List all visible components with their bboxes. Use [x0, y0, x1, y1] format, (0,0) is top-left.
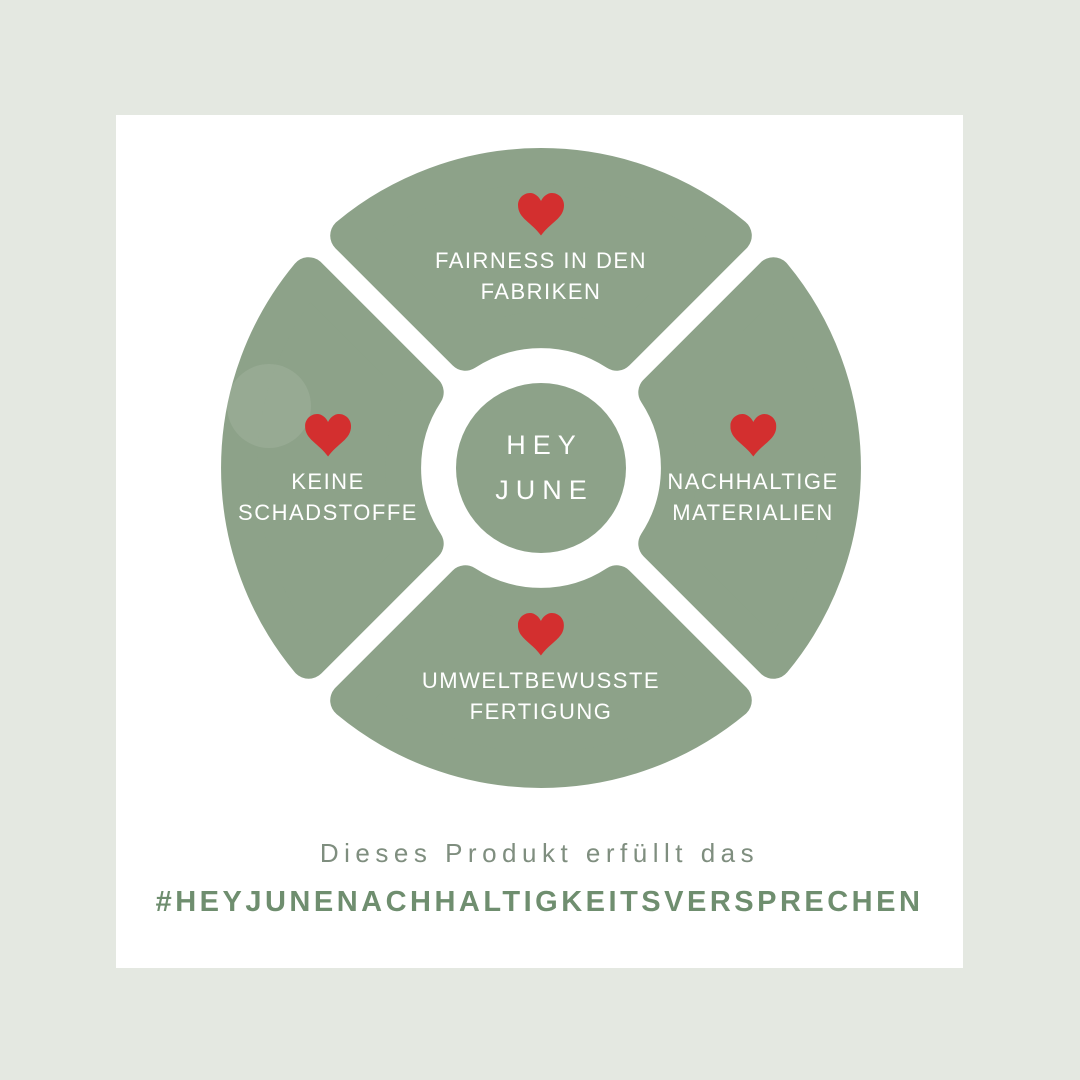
card: HEY JUNE FAIRNESS IN DEN FABRIKEN NACHHA… — [116, 115, 963, 968]
segment-text-line2: FERTIGUNG — [469, 699, 613, 724]
segment-text-line2: SCHADSTOFFE — [238, 500, 418, 525]
segment-label-materialien: NACHHALTIGE MATERIALIEN — [667, 413, 839, 528]
segment-text-line2: MATERIALIEN — [672, 500, 834, 525]
decorative-circle — [227, 364, 311, 448]
segment-text-line1: NACHHALTIGE — [667, 468, 839, 494]
segment-text-line1: FAIRNESS IN DEN — [435, 247, 647, 273]
wheel-graphic — [211, 148, 871, 798]
heart-icon — [518, 612, 564, 656]
segment-label-schadstoffe: KEINE SCHADSTOFFE — [238, 413, 418, 528]
segment-text-line1: KEINE — [291, 468, 365, 494]
segment-label-fairness: FAIRNESS IN DEN FABRIKEN — [435, 192, 647, 307]
footer-text: Dieses Produkt erfüllt das — [319, 838, 760, 868]
brand-line2: JUNE — [495, 475, 594, 505]
segment-label-fertigung: UMWELTBEWUSSTE FERTIGUNG — [421, 612, 661, 727]
heart-icon — [730, 413, 776, 457]
sustainability-wheel-diagram: HEY JUNE FAIRNESS IN DEN FABRIKEN NACHHA… — [211, 138, 871, 798]
brand-line1: HEY — [506, 430, 583, 461]
segment-top-shape — [330, 148, 752, 371]
footer-hashtag: #HEYJUNENACHHALTIGKEITSVERSPRECHEN — [155, 886, 924, 918]
segment-text-line1: UMWELTBEWUSSTE — [421, 667, 661, 693]
segment-text-line2: FABRIKEN — [480, 279, 602, 304]
brand-circle: HEY JUNE — [456, 383, 626, 553]
heart-icon — [517, 192, 564, 236]
heart-icon — [304, 413, 351, 457]
